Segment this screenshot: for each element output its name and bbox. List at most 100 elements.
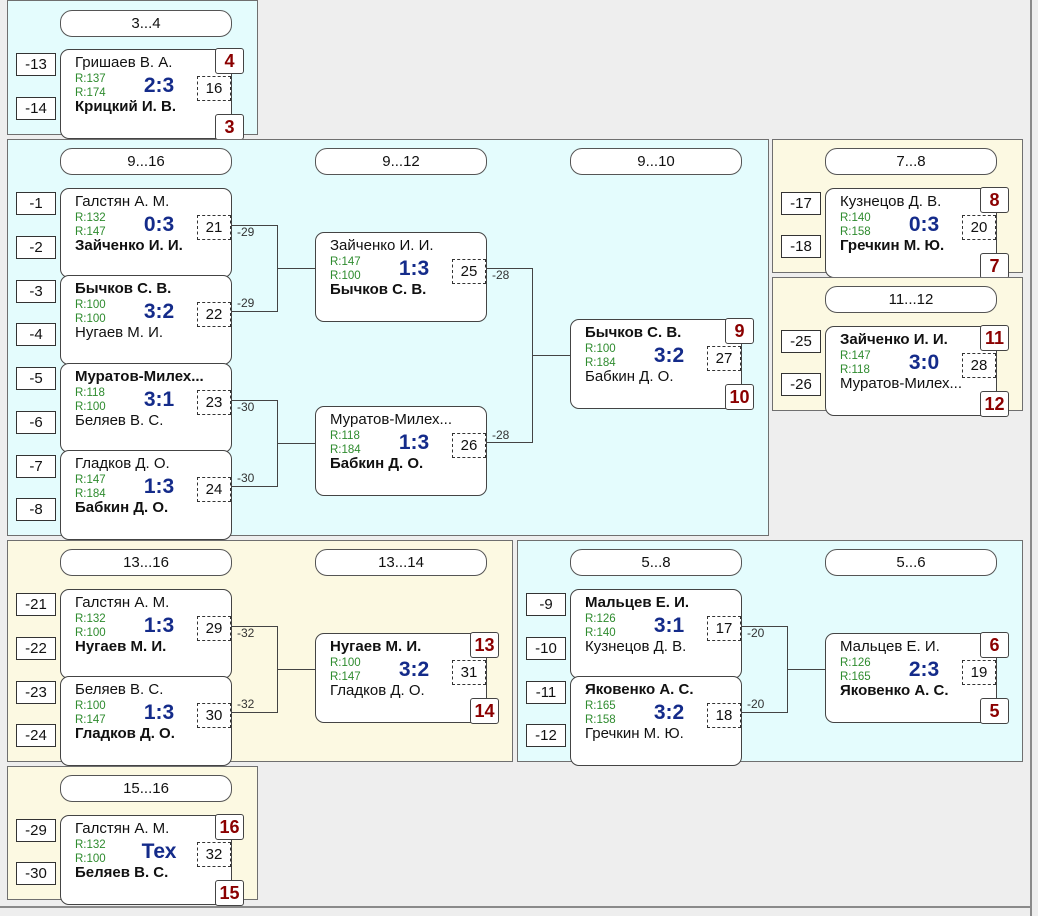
match-score: 2:3 xyxy=(908,658,940,681)
seed-box: -18 xyxy=(781,235,821,258)
round-header: 9...16 xyxy=(60,148,232,175)
player-rating: R:174 xyxy=(75,87,106,99)
player-name: Бабкин Д. О. xyxy=(585,368,674,385)
panel-places-13-16: 13...16 13...14 -21 -22 -23 -24 Галстян … xyxy=(7,540,513,766)
player-name: Нугаев М. И. xyxy=(330,638,422,655)
place-badge: 14 xyxy=(470,698,499,724)
loser-destination: -28 xyxy=(492,428,510,442)
match-card[interactable]: Беляев В. С. R:100 R:147 1:3 30 Гладков … xyxy=(60,676,232,766)
player-rating: R:132 xyxy=(75,613,106,625)
bracket-connector xyxy=(232,626,278,713)
player-name: Яковенко А. С. xyxy=(585,681,694,698)
match-score: Тех xyxy=(141,840,177,863)
match-card[interactable]: Бычков С. В. R:100 R:184 3:2 27 Бабкин Д… xyxy=(570,318,754,410)
panel-places-9-16: 9...16 9...12 9...10 -1 -2 -3 -4 -5 -6 -… xyxy=(7,139,769,540)
match-number: 17 xyxy=(707,616,741,641)
seed-box: -3 xyxy=(16,280,56,303)
player-rating: R:100 xyxy=(75,853,106,865)
match-number: 25 xyxy=(452,259,486,284)
player-rating: R:184 xyxy=(330,444,361,456)
round-header: 5...8 xyxy=(570,549,742,576)
match-score: 1:3 xyxy=(398,431,430,454)
player-name: Гладков Д. О. xyxy=(75,725,175,742)
match-score: 3:1 xyxy=(653,614,685,637)
match-card[interactable]: Галстян А. М. R:132 R:147 0:3 21 Зайченк… xyxy=(60,188,232,278)
match-number: 31 xyxy=(452,660,486,685)
match-score: 3:0 xyxy=(908,351,940,374)
panel-places-3-4: 3...4 -13 -14 Гришаев В. А. R:137 R:174 … xyxy=(7,0,258,140)
match-score: 0:3 xyxy=(908,213,940,236)
player-name: Беляев В. С. xyxy=(75,864,169,881)
bracket-connector-line xyxy=(278,669,315,670)
loser-destination: -28 xyxy=(492,268,510,282)
player-name: Бычков С. В. xyxy=(330,281,427,298)
match-score: 1:3 xyxy=(143,614,175,637)
player-rating: R:100 xyxy=(75,299,106,311)
seed-box: -13 xyxy=(16,53,56,76)
player-name: Гречкин М. Ю. xyxy=(840,237,945,254)
seed-box: -14 xyxy=(16,97,56,120)
player-name: Зайченко И. И. xyxy=(840,331,948,348)
seed-box: -12 xyxy=(526,724,566,747)
match-card[interactable]: Мальцев Е. И. R:126 R:165 2:3 19 Яковенк… xyxy=(825,632,1009,724)
round-header: 15...16 xyxy=(60,775,232,802)
player-name: Галстян А. М. xyxy=(75,820,170,837)
place-badge: 8 xyxy=(980,187,1009,213)
player-rating: R:137 xyxy=(75,73,106,85)
player-name: Беляев В. С. xyxy=(75,412,164,429)
player-rating: R:100 xyxy=(330,657,361,669)
loser-destination: -32 xyxy=(237,697,255,711)
match-card[interactable]: Мальцев Е. И. R:126 R:140 3:1 17 Кузнецо… xyxy=(570,589,742,679)
match-card[interactable]: Кузнецов Д. В. R:140 R:158 0:3 20 Гречки… xyxy=(825,187,1009,279)
player-name: Бычков С. В. xyxy=(75,280,172,297)
match-card[interactable]: Зайченко И. И. R:147 R:100 1:3 25 Бычков… xyxy=(315,232,487,322)
player-rating: R:100 xyxy=(75,313,106,325)
player-name: Бабкин Д. О. xyxy=(75,499,169,516)
bracket-connector xyxy=(232,225,278,312)
match-number: 24 xyxy=(197,477,231,502)
player-rating: R:100 xyxy=(75,700,106,712)
player-name: Гладков Д. О. xyxy=(75,455,170,472)
player-name: Бабкин Д. О. xyxy=(330,455,424,472)
match-score: 2:3 xyxy=(143,74,175,97)
player-rating: R:100 xyxy=(585,343,616,355)
match-card[interactable]: Яковенко А. С. R:165 R:158 3:2 18 Гречки… xyxy=(570,676,742,766)
player-rating: R:158 xyxy=(840,226,871,238)
seed-box: -24 xyxy=(16,724,56,747)
match-card[interactable]: Гришаев В. А. R:137 R:174 2:3 16 Крицкий… xyxy=(60,48,244,140)
place-badge: 11 xyxy=(980,325,1009,351)
place-badge: 4 xyxy=(215,48,244,74)
match-card[interactable]: Бычков С. В. R:100 R:100 3:2 22 Нугаев М… xyxy=(60,275,232,365)
place-badge: 5 xyxy=(980,698,1009,724)
match-score: 3:2 xyxy=(143,300,175,323)
match-card[interactable]: Муратов-Милех... R:118 R:100 3:1 23 Беля… xyxy=(60,363,232,453)
match-card[interactable]: Галстян А. М. R:132 R:100 1:3 29 Нугаев … xyxy=(60,589,232,679)
panel-places-5-8: 5...8 5...6 -9 -10 -11 -12 Мальцев Е. И.… xyxy=(517,540,1023,766)
seed-box: -22 xyxy=(16,637,56,660)
bracket-connector-line xyxy=(788,669,825,670)
seed-box: -5 xyxy=(16,367,56,390)
player-rating: R:147 xyxy=(75,474,106,486)
match-score: 1:3 xyxy=(398,257,430,280)
player-rating: R:158 xyxy=(585,714,616,726)
seed-box: -26 xyxy=(781,373,821,396)
match-card[interactable]: Зайченко И. И. R:147 R:118 3:0 28 Мурато… xyxy=(825,325,1009,417)
match-number: 28 xyxy=(962,353,996,378)
player-name: Зайченко И. И. xyxy=(330,237,434,254)
match-card[interactable]: Муратов-Милех... R:118 R:184 1:3 26 Бабк… xyxy=(315,406,487,496)
match-score: 3:2 xyxy=(653,344,685,367)
player-name: Кузнецов Д. В. xyxy=(840,193,942,210)
player-name: Нугаев М. И. xyxy=(75,324,164,341)
player-name: Гришаев В. А. xyxy=(75,54,173,71)
place-badge: 13 xyxy=(470,632,499,658)
panel-places-15-16: 15...16 -29 -30 Галстян А. М. R:132 R:10… xyxy=(7,766,258,906)
window-right-edge xyxy=(1030,0,1032,916)
player-rating: R:118 xyxy=(840,364,870,376)
player-name: Зайченко И. И. xyxy=(75,237,183,254)
player-rating: R:118 xyxy=(75,387,105,399)
match-card[interactable]: Галстян А. М. R:132 R:100 Тех 32 Беляев … xyxy=(60,814,244,906)
match-card[interactable]: Гладков Д. О. R:147 R:184 1:3 24 Бабкин … xyxy=(60,450,232,540)
player-name: Галстян А. М. xyxy=(75,193,170,210)
match-card[interactable]: Нугаев М. И. R:100 R:147 3:2 31 Гладков … xyxy=(315,632,499,724)
round-header: 3...4 xyxy=(60,10,232,37)
